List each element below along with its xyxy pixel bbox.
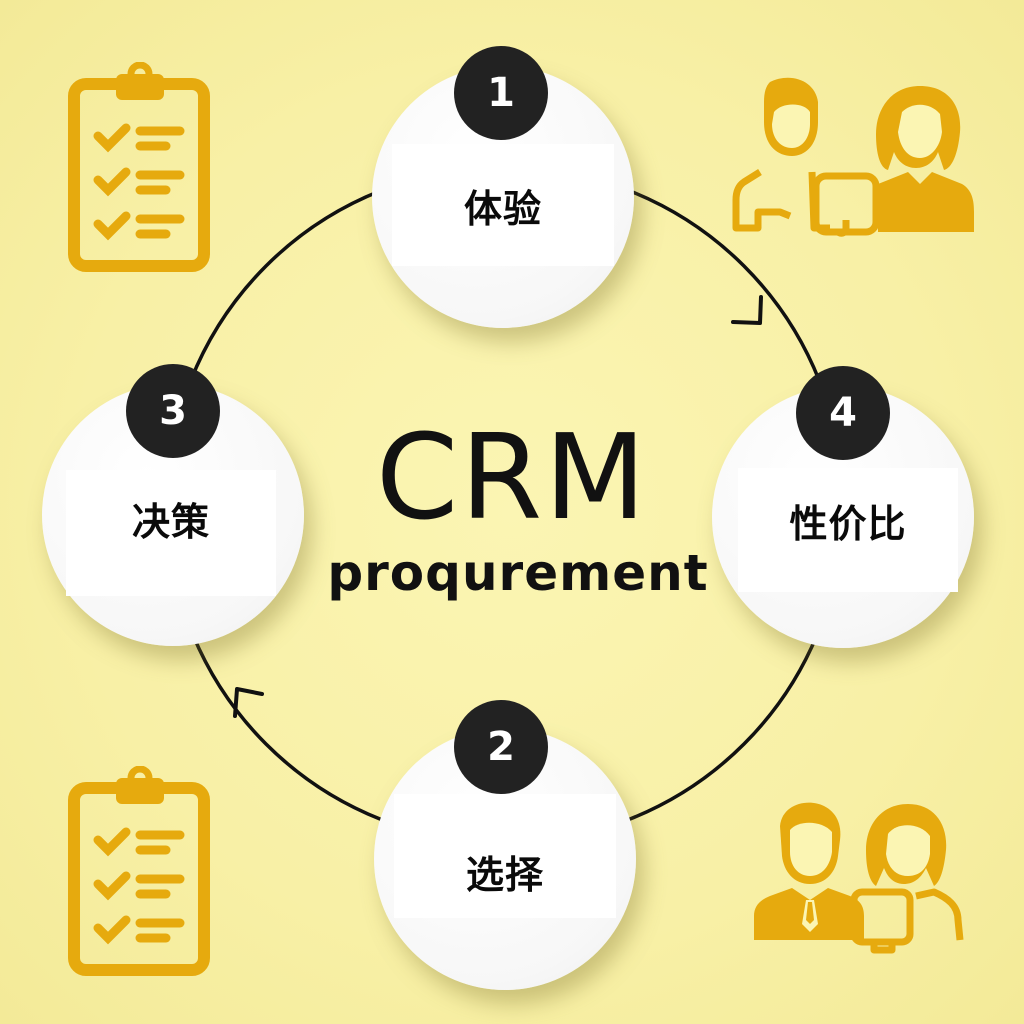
step-number-badge-4: 4 bbox=[796, 366, 890, 460]
step-label: 体验 bbox=[463, 186, 542, 231]
arrow-head-bottom-left bbox=[233, 687, 264, 718]
arrow-head-top-right bbox=[731, 295, 763, 325]
businesspeople-with-tablet-icon bbox=[754, 802, 964, 954]
two-people-with-tablet-icon bbox=[732, 77, 974, 237]
step-label: 选择 bbox=[465, 852, 544, 897]
clipboard-checklist-icon bbox=[68, 62, 210, 272]
diagram-subtitle: proqurement bbox=[327, 544, 709, 602]
clipboard-checklist-icon bbox=[68, 766, 210, 976]
diagram-title: CRM bbox=[375, 408, 649, 546]
step-number-badge-1: 1 bbox=[454, 46, 548, 140]
step-label-box: 体验 bbox=[392, 144, 614, 266]
step-label: 性价比 bbox=[789, 501, 907, 546]
step-label: 决策 bbox=[131, 499, 210, 544]
step-label-box: 性价比 bbox=[738, 468, 958, 592]
step-number-badge-2: 2 bbox=[454, 700, 548, 794]
step-number-badge-3: 3 bbox=[126, 364, 220, 458]
step-label-box: 选择 bbox=[394, 794, 616, 918]
step-label-box: 决策 bbox=[66, 470, 276, 596]
